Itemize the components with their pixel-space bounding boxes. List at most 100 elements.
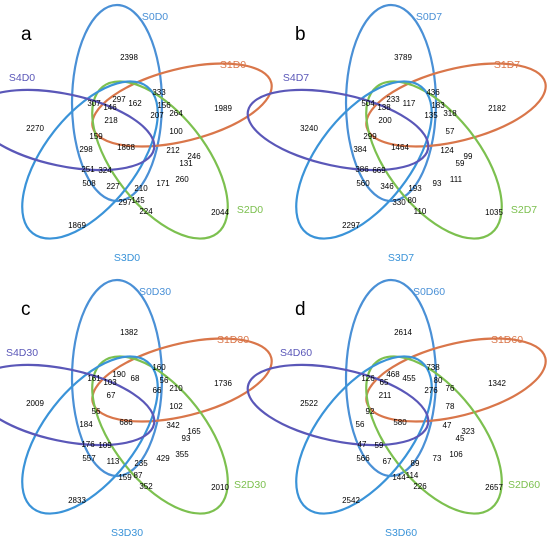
region-count: 2044 bbox=[211, 208, 229, 217]
region-count: 68 bbox=[131, 374, 140, 383]
venn-panel-d: dS0D60S1D60S2D60S3D60S4D6026141342265725… bbox=[246, 278, 547, 539]
region-count: 669 bbox=[372, 166, 386, 175]
region-count: 161 bbox=[87, 374, 101, 383]
set-ellipse-s0 bbox=[70, 3, 164, 203]
region-count: 2009 bbox=[26, 399, 44, 408]
region-count: 557 bbox=[82, 454, 96, 463]
region-count: 89 bbox=[411, 459, 420, 468]
region-count: 212 bbox=[166, 146, 180, 155]
region-count: 686 bbox=[119, 418, 133, 427]
region-count: 1868 bbox=[117, 143, 135, 152]
venn-panel-a: aS0D0S1D0S2D0S3D0S4D02398198920441869227… bbox=[0, 3, 273, 264]
region-count: 207 bbox=[150, 111, 164, 120]
region-count: 3240 bbox=[300, 124, 318, 133]
region-count: 324 bbox=[98, 166, 112, 175]
region-count: 66 bbox=[153, 386, 162, 395]
set-label-s4: S4D0 bbox=[9, 72, 35, 84]
region-count: 2657 bbox=[485, 483, 503, 492]
region-count: 355 bbox=[175, 450, 189, 459]
region-count: 193 bbox=[408, 184, 422, 193]
region-count: 246 bbox=[187, 152, 201, 161]
set-ellipse-s2 bbox=[91, 80, 229, 240]
region-count: 80 bbox=[408, 196, 417, 205]
region-count: 73 bbox=[433, 454, 442, 463]
region-count: 346 bbox=[380, 182, 394, 191]
set-label-s2: S2D30 bbox=[234, 479, 266, 491]
region-count: 59 bbox=[456, 159, 465, 168]
region-count: 124 bbox=[440, 146, 454, 155]
region-count: 165 bbox=[187, 427, 201, 436]
panel-letter: a bbox=[21, 24, 32, 45]
region-count: 211 bbox=[379, 391, 392, 400]
set-label-s2: S2D7 bbox=[511, 204, 537, 216]
region-count: 65 bbox=[380, 378, 389, 387]
set-label-s0: S0D30 bbox=[139, 286, 171, 298]
region-count: 78 bbox=[446, 402, 455, 411]
region-count: 93 bbox=[182, 434, 191, 443]
region-count: 323 bbox=[461, 427, 475, 436]
region-count: 47 bbox=[443, 421, 452, 430]
set-ellipse-s3 bbox=[21, 80, 159, 240]
set-label-s3: S3D60 bbox=[385, 527, 417, 539]
region-count: 504 bbox=[361, 99, 375, 108]
region-count: 1989 bbox=[214, 104, 232, 113]
region-count: 57 bbox=[446, 127, 455, 136]
region-count: 2010 bbox=[211, 483, 229, 492]
set-label-s3: S3D0 bbox=[114, 252, 140, 264]
set-ellipse-s4 bbox=[0, 363, 156, 447]
region-count: 114 bbox=[406, 471, 419, 480]
region-count: 160 bbox=[152, 363, 166, 372]
set-ellipse-s4 bbox=[246, 88, 430, 172]
region-count: 210 bbox=[169, 384, 183, 393]
region-count: 251 bbox=[81, 165, 95, 174]
region-count: 297 bbox=[112, 95, 126, 104]
region-count: 2522 bbox=[300, 399, 318, 408]
region-count: 318 bbox=[443, 109, 457, 118]
region-count: 138 bbox=[377, 103, 391, 112]
region-count: 580 bbox=[393, 418, 407, 427]
region-count: 76 bbox=[446, 384, 455, 393]
region-count: 190 bbox=[112, 370, 126, 379]
set-label-s1: S1D30 bbox=[217, 334, 249, 346]
panel-letter: c bbox=[21, 299, 31, 320]
region-count: 384 bbox=[353, 145, 367, 154]
region-count: 436 bbox=[426, 88, 440, 97]
region-count: 1736 bbox=[214, 379, 232, 388]
set-label-s0: S0D0 bbox=[142, 11, 168, 23]
set-ellipse-s0 bbox=[344, 3, 438, 203]
panel-letter: d bbox=[295, 299, 306, 320]
region-count: 224 bbox=[139, 207, 153, 216]
region-count: 159 bbox=[89, 132, 103, 141]
region-count: 386 bbox=[355, 165, 369, 174]
region-count: 92 bbox=[366, 407, 375, 416]
region-count: 144 bbox=[392, 473, 406, 482]
region-count: 184 bbox=[79, 420, 93, 429]
region-count: 87 bbox=[134, 471, 143, 480]
region-count: 93 bbox=[433, 179, 442, 188]
region-count: 80 bbox=[434, 376, 443, 385]
region-count: 560 bbox=[356, 179, 370, 188]
region-count: 99 bbox=[464, 152, 473, 161]
region-count: 146 bbox=[103, 103, 117, 112]
set-ellipse-s4 bbox=[0, 88, 156, 172]
set-ellipse-s2 bbox=[91, 355, 229, 515]
region-count: 2182 bbox=[488, 104, 506, 113]
region-count: 1035 bbox=[485, 208, 503, 217]
region-count: 342 bbox=[166, 421, 180, 430]
region-count: 117 bbox=[403, 99, 416, 108]
set-label-s1: S1D0 bbox=[220, 59, 246, 71]
region-count: 56 bbox=[92, 407, 101, 416]
region-count: 67 bbox=[107, 391, 116, 400]
set-ellipse-s3 bbox=[295, 355, 433, 515]
region-count: 307 bbox=[87, 99, 101, 108]
region-count: 171 bbox=[156, 179, 170, 188]
region-count: 226 bbox=[413, 482, 427, 491]
set-label-s4: S4D30 bbox=[6, 347, 38, 359]
region-count: 2542 bbox=[342, 496, 360, 505]
region-count: 2297 bbox=[342, 221, 360, 230]
region-count: 183 bbox=[431, 101, 445, 110]
region-count: 508 bbox=[82, 179, 96, 188]
region-count: 1382 bbox=[120, 328, 138, 337]
region-count: 218 bbox=[104, 116, 118, 125]
